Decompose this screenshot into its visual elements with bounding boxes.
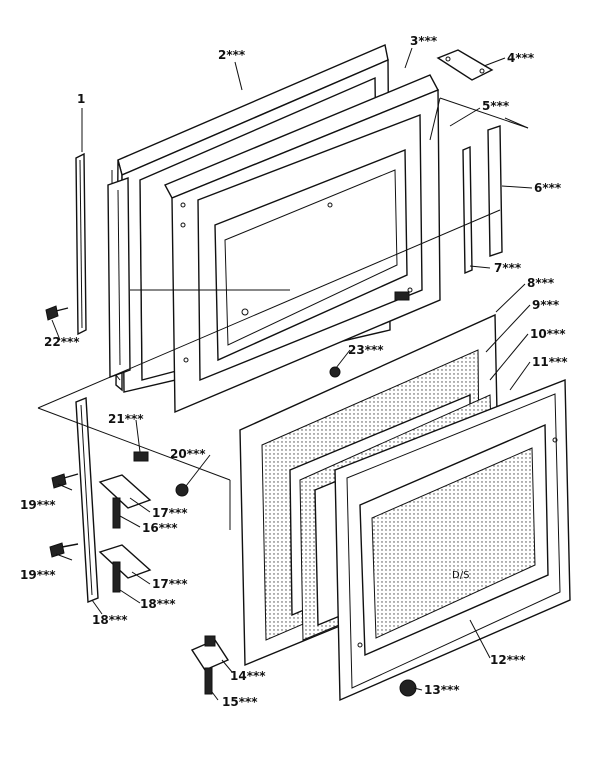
side-strip <box>462 145 473 275</box>
callout-23: 23*** <box>348 343 384 357</box>
knob-13 <box>399 679 417 697</box>
screw-19b <box>49 542 79 558</box>
callout-19a: 19*** <box>20 498 56 512</box>
hinge-latch-upper <box>98 474 152 509</box>
screw-22 <box>45 305 69 321</box>
window-marking: D/S <box>452 570 469 581</box>
callout-22: 22*** <box>44 335 80 349</box>
callout-15: 15*** <box>222 695 258 709</box>
callout-9: 9*** <box>532 298 560 312</box>
door-handle-strip <box>75 152 87 336</box>
screw-16 <box>112 497 121 529</box>
callout-5: 5*** <box>482 99 510 113</box>
screw-21 <box>133 451 149 462</box>
hinge-latch-lower <box>98 544 152 579</box>
callout-18b: 18*** <box>92 613 128 627</box>
callout-2: 2*** <box>218 48 246 62</box>
callout-21: 21*** <box>108 412 144 426</box>
callout-14: 14*** <box>230 669 266 683</box>
side-insulation <box>107 177 131 378</box>
lower-hinge <box>190 635 230 671</box>
side-bracket <box>75 396 99 604</box>
callout-1: 1 <box>77 92 85 106</box>
callout-7: 7*** <box>494 261 522 275</box>
callout-12: 12*** <box>490 653 526 667</box>
callout-17a: 17*** <box>152 506 188 520</box>
callout-6: 6*** <box>534 181 562 195</box>
hinge-bracket <box>436 49 494 81</box>
door-frame <box>164 74 441 414</box>
side-channel <box>487 125 503 257</box>
callout-4: 4*** <box>507 51 535 65</box>
callout-18a: 18*** <box>140 597 176 611</box>
callout-8: 8*** <box>527 276 555 290</box>
screw-23 <box>329 366 341 378</box>
callout-13: 13*** <box>424 683 460 697</box>
alignment-lines <box>37 97 529 530</box>
screw-18 <box>112 561 121 593</box>
callout-16: 16*** <box>142 521 178 535</box>
callout-11: 11*** <box>532 355 568 369</box>
callout-3: 3*** <box>410 34 438 48</box>
callout-17b: 17*** <box>152 577 188 591</box>
front-door-frame <box>334 378 571 702</box>
screw-20 <box>175 483 189 497</box>
leader-lines <box>51 47 533 701</box>
callout-10: 10*** <box>530 327 566 341</box>
callout-20: 20*** <box>170 447 206 461</box>
callout-19b: 19*** <box>20 568 56 582</box>
screw-19a <box>51 473 79 489</box>
hinge-screw <box>204 667 213 695</box>
